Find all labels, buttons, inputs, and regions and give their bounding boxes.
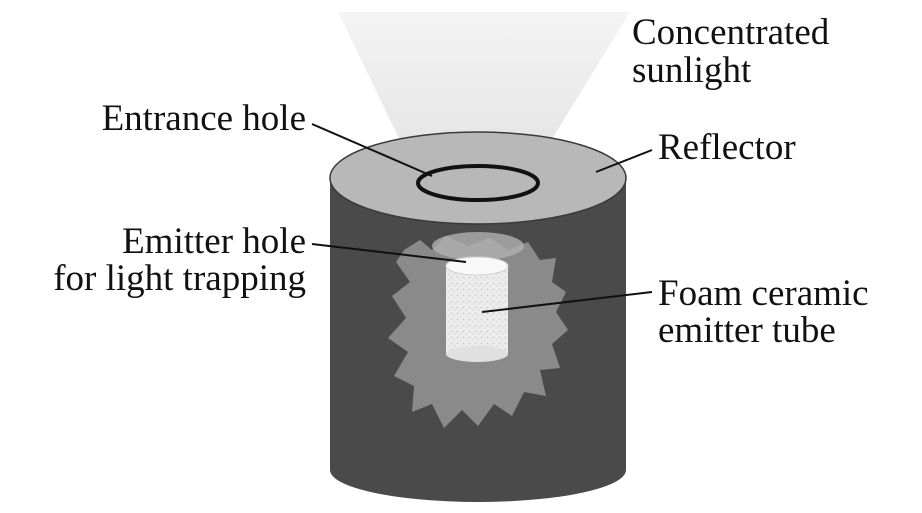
reflector-label: Reflector [658,127,796,168]
emitter-hole-leader [311,243,467,263]
entrance-hole-leader [311,123,433,177]
reflector-leader [595,149,653,173]
emitter-hole-label-line1: Emitter hole [122,221,306,262]
reflector-top [329,131,627,225]
foam-ceramic-label-line2: emitter tube [658,310,836,351]
emitter-hole-glow [432,232,524,260]
foam-ceramic-label-line1: Foam ceramic [658,273,869,314]
emitter-tube-top [445,256,509,276]
foam-ceramic-leader [481,291,653,313]
concentrated-sunlight-label-line1: Concentrated [632,12,830,53]
emitter-hole-label-line2: for light trapping [53,258,306,299]
emitter-tube-bottom [446,346,508,362]
entrance-hole [416,164,540,202]
entrance-hole-label: Entrance hole [102,98,306,139]
concentrated-sunlight-label-line2: sunlight [632,50,752,91]
